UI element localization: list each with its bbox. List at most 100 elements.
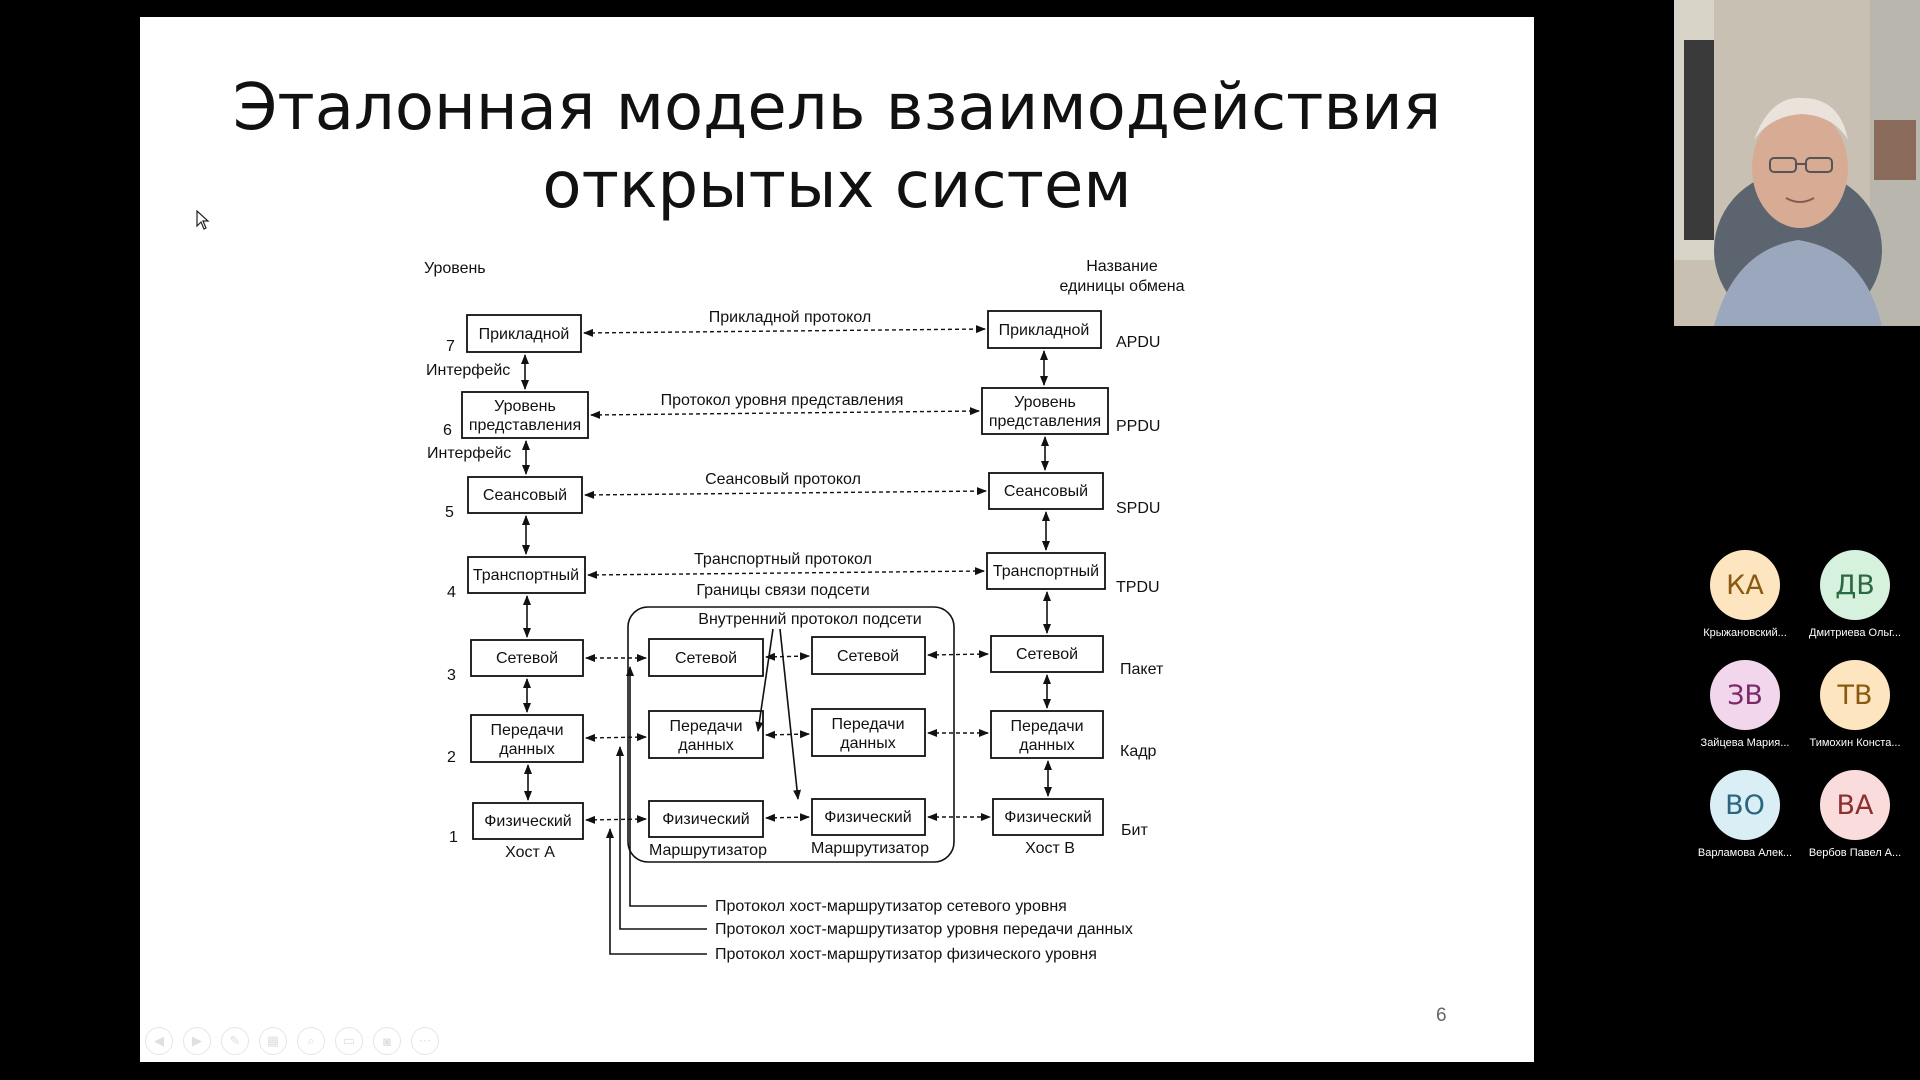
host-a-level-3: Сетевой — [496, 650, 558, 667]
participant-tile[interactable]: КА Крыжановский... — [1690, 550, 1800, 639]
protocol-level-4: Транспортный протокол — [694, 551, 872, 568]
host-b-level-1: Физический — [1004, 809, 1091, 826]
host-router-protocol-datalink: Протокол хост-маршрутизатор уровня перед… — [715, 921, 1133, 938]
presentation-toolbar: ◀ ▶ ✎ ▦ ⌕ ▭ ◙ ⋯ — [145, 1027, 439, 1055]
router-left: Сетевой Передачи данных Физический Маршр… — [648, 638, 767, 859]
speaker-image — [1674, 0, 1920, 326]
participant-tile[interactable]: ДВ Дмитриева Ольг... — [1800, 550, 1910, 639]
host-a-label: Хост А — [505, 844, 555, 861]
slides-icon[interactable]: ▦ — [259, 1027, 287, 1055]
slide-number: 6 — [1436, 1005, 1447, 1026]
router-left-level-1: Физический — [662, 811, 749, 828]
router-left-level-3: Сетевой — [675, 650, 737, 667]
presentation-slide: Эталонная модель взаимодействия открытых… — [140, 17, 1534, 1062]
prev-icon[interactable]: ◀ — [145, 1027, 173, 1055]
slide-title: Эталонная модель взаимодействия открытых… — [140, 69, 1534, 225]
router-left-level-2-line-2: данных — [678, 737, 733, 754]
router-right: Сетевой Передачи данных Физический Маршр… — [811, 636, 929, 857]
zoom-icon[interactable]: ⌕ — [297, 1027, 325, 1055]
level-number-3: 3 — [447, 667, 456, 684]
host-b-level-6-line-1: Уровень — [1014, 394, 1076, 411]
camera-icon[interactable]: ◙ — [373, 1027, 401, 1055]
host-b-level-5: Сеансовый — [1004, 483, 1088, 500]
cursor-icon — [196, 210, 210, 230]
host-a-level-2-line-2: данных — [499, 741, 554, 758]
host-a-level-6-line-2: представления — [469, 417, 581, 434]
internal-protocol-label: Внутренний протокол подсети — [698, 611, 921, 628]
participant-name: Крыжановский... — [1703, 627, 1787, 639]
unit-label-level-5: SPDU — [1116, 500, 1160, 517]
host-router-protocol-physical: Протокол хост-маршрутизатор физического … — [715, 946, 1097, 963]
interface-label-7-6: Интерфейс — [426, 362, 510, 379]
level-number-2: 2 — [447, 749, 456, 766]
router-right-level-2-line-2: данных — [840, 735, 895, 752]
avatar: ДВ — [1820, 550, 1890, 620]
avatar: ВА — [1820, 770, 1890, 840]
subnet-boundary-label: Границы связи подсети — [696, 582, 869, 599]
protocol-level-6: Протокол уровня представления — [661, 392, 904, 409]
host-b-level-7: Прикладной — [999, 322, 1090, 339]
host-b-level-2-line-2: данных — [1019, 737, 1074, 754]
participant-name: Зайцева Мария... — [1700, 737, 1790, 749]
router-right-level-3: Сетевой — [837, 648, 899, 665]
level-number-4: 4 — [447, 584, 456, 601]
next-icon[interactable]: ▶ — [183, 1027, 211, 1055]
host-b-level-2-line-1: Передачи — [1011, 718, 1084, 735]
host-a-stack: Прикладной Уровень представления Сеансов… — [461, 314, 589, 861]
host-a-level-1: Физический — [484, 813, 571, 830]
host-b-level-4: Транспортный — [993, 563, 1099, 580]
more-icon[interactable]: ⋯ — [411, 1027, 439, 1055]
unit-label-level-4: TPDU — [1116, 579, 1160, 596]
level-number-6: 6 — [443, 422, 452, 439]
pen-icon[interactable]: ✎ — [221, 1027, 249, 1055]
avatar: КА — [1710, 550, 1780, 620]
subnet-links — [585, 628, 991, 824]
router-left-level-2-line-1: Передачи — [670, 718, 743, 735]
speaker-video[interactable] — [1674, 0, 1920, 326]
protocol-level-5: Сеансовый протокол — [705, 471, 861, 488]
host-b-label: Хост В — [1025, 840, 1075, 857]
unit-label-level-7: APDU — [1116, 334, 1160, 351]
host-b-stack: Прикладной Уровень представления Сеансов… — [981, 310, 1109, 857]
slide-title-line-2: открытых систем — [542, 149, 1132, 223]
participant-name: Варламова Алек... — [1697, 847, 1793, 859]
host-a-level-4: Транспортный — [473, 567, 579, 584]
unit-header-line-1: Название — [1086, 258, 1158, 275]
level-header: Уровень — [424, 260, 486, 277]
avatar: ЗВ — [1710, 660, 1780, 730]
host-a-level-5: Сеансовый — [483, 487, 567, 504]
host-b-level-6-line-2: представления — [989, 413, 1101, 430]
router-right-label: Маршрутизатор — [811, 840, 929, 857]
participant-tile[interactable]: ВА Вербов Павел А... — [1800, 770, 1910, 859]
host-router-protocols: Протокол хост-маршрутизатор сетевого уро… — [606, 666, 1133, 963]
unit-label-level-1: Бит — [1121, 822, 1148, 839]
level-number-7: 7 — [446, 338, 455, 355]
level-numbers: 7 6 5 4 3 2 1 — [443, 338, 458, 846]
participant-tile[interactable]: ВО Варламова Алек... — [1690, 770, 1800, 859]
host-a-level-2-line-1: Передачи — [491, 722, 564, 739]
router-right-level-2-line-1: Передачи — [832, 716, 905, 733]
unit-label-level-2: Кадр — [1120, 743, 1157, 760]
interface-label-6-5: Интерфейс — [427, 445, 511, 462]
router-right-level-1: Физический — [824, 809, 911, 826]
avatar: ВО — [1710, 770, 1780, 840]
router-left-label: Маршрутизатор — [649, 842, 767, 859]
participant-name: Дмитриева Ольг... — [1809, 627, 1901, 639]
host-a-level-7: Прикладной — [479, 326, 570, 343]
avatar: ТВ — [1820, 660, 1890, 730]
peer-protocols: Прикладной протокол Протокол уровня пред… — [583, 309, 987, 579]
unit-label-level-3: Пакет — [1120, 661, 1164, 678]
participant-tile[interactable]: ТВ Тимохин Конста... — [1800, 660, 1910, 749]
subtitles-icon[interactable]: ▭ — [335, 1027, 363, 1055]
interface-arrows — [521, 350, 1052, 801]
level-number-1: 1 — [449, 829, 458, 846]
unit-header-line-2: единицы обмена — [1059, 278, 1184, 295]
osi-model-diagram: Уровень Название единицы обмена 7654321 … — [424, 258, 1185, 963]
participant-tile[interactable]: ЗВ Зайцева Мария... — [1690, 660, 1800, 749]
protocol-level-7: Прикладной протокол — [709, 309, 871, 326]
level-number-5: 5 — [445, 504, 454, 521]
host-router-protocol-network: Протокол хост-маршрутизатор сетевого уро… — [715, 898, 1067, 915]
participant-name: Тимохин Конста... — [1809, 737, 1901, 749]
participant-name: Вербов Павел А... — [1808, 847, 1902, 859]
